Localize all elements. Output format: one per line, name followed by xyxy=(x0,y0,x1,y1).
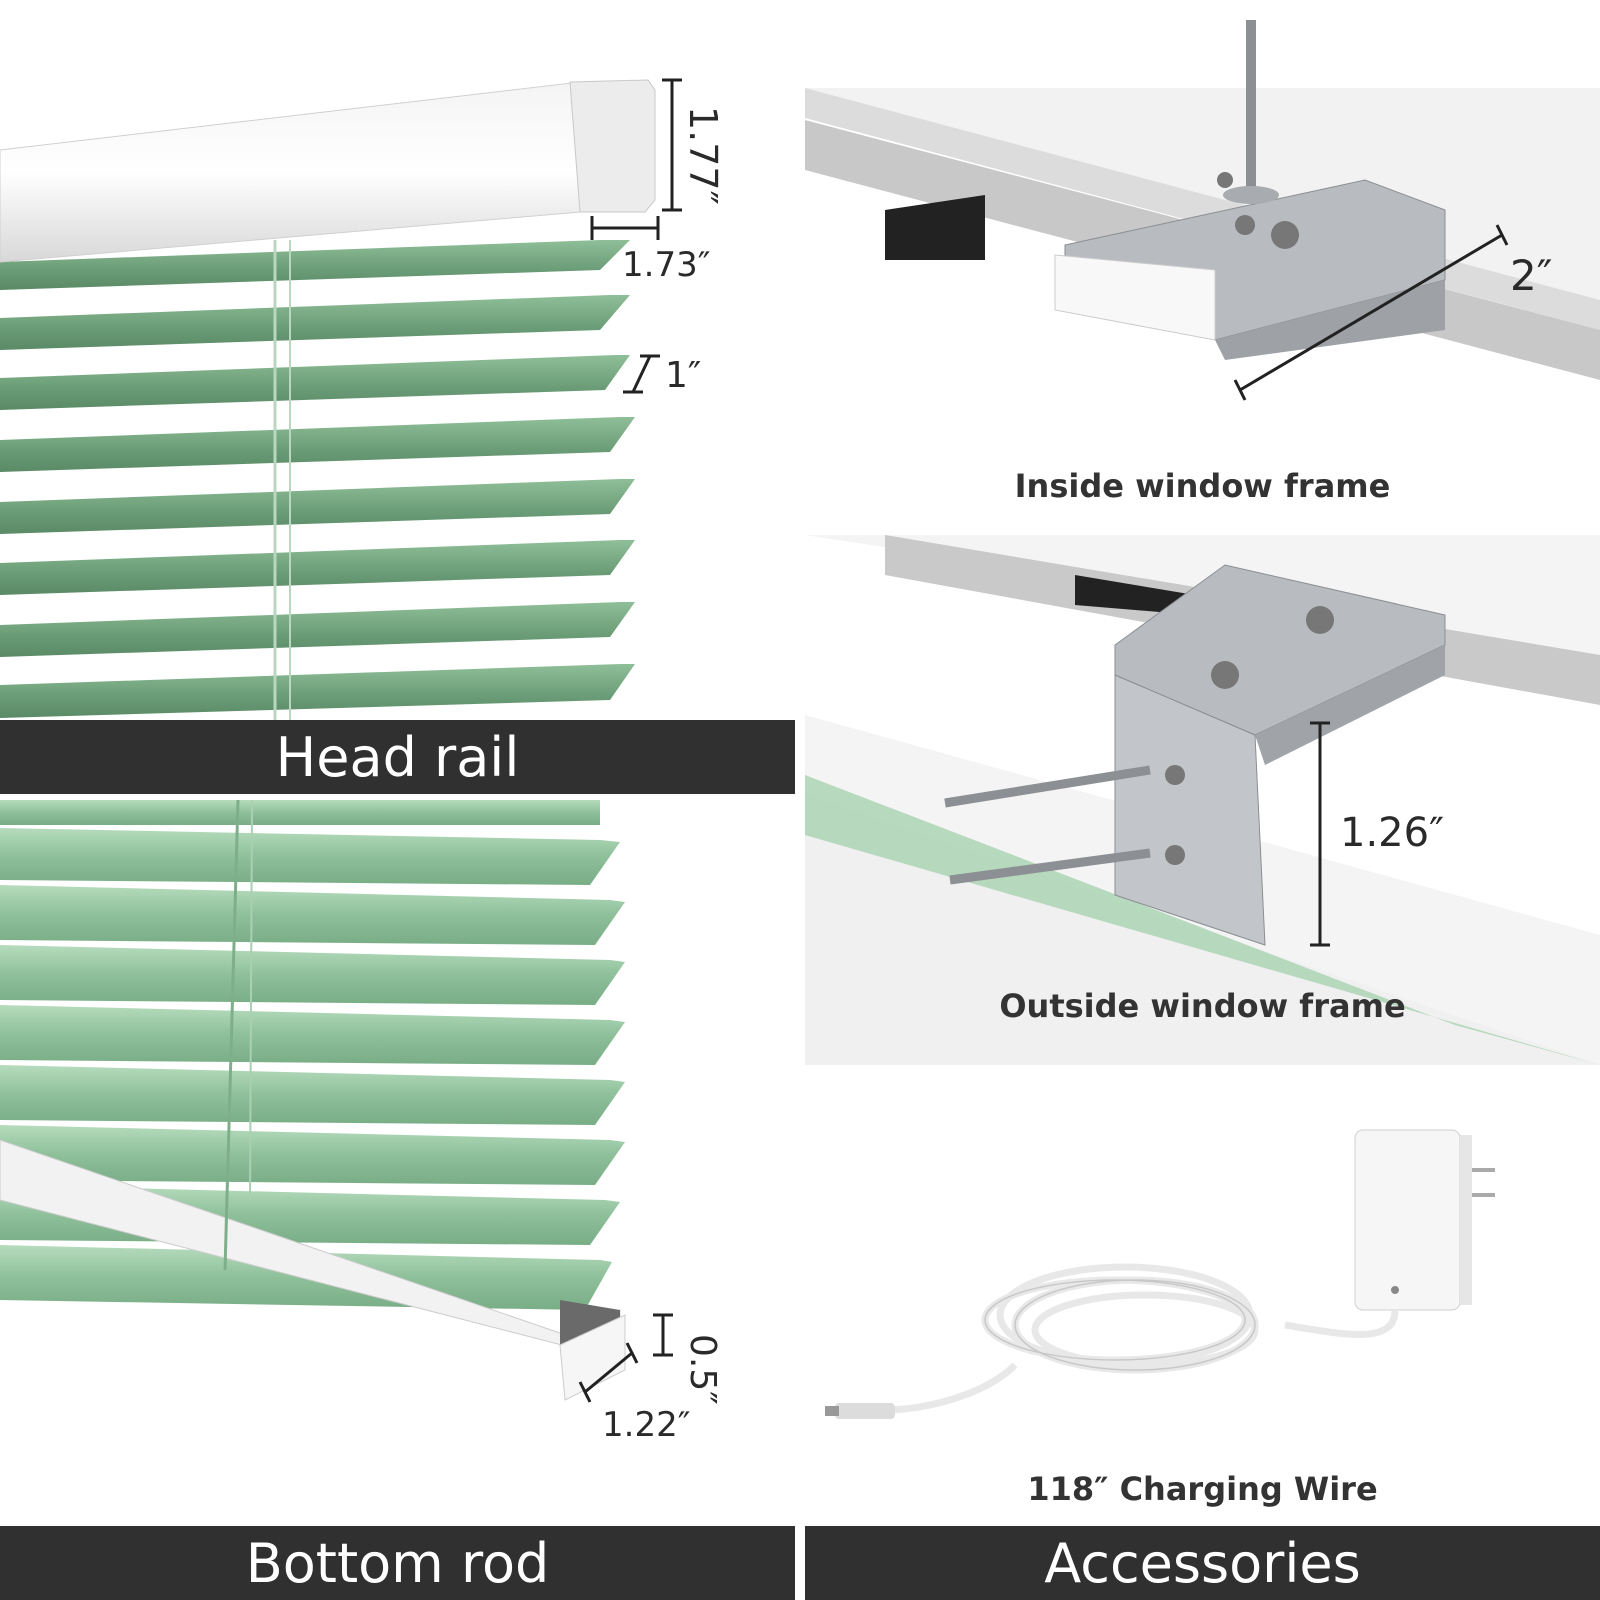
headrail-panel: 1.77″ 1.73″ 1″ xyxy=(0,0,795,720)
accessories-label-band: Accessories xyxy=(805,1526,1600,1600)
accessories-label: Accessories xyxy=(1044,1531,1361,1595)
bottomrod-height-dim: 0.5″ xyxy=(682,1334,723,1405)
bottomrod-illustration xyxy=(0,800,673,1403)
headrail-rail xyxy=(0,79,656,263)
slat-width-dim: 1″ xyxy=(665,355,702,396)
bottomrod-label-band: Bottom rod xyxy=(0,1526,795,1600)
charging-cable xyxy=(884,1263,1399,1414)
bottomrod-depth-dim: 1.22″ xyxy=(602,1405,691,1445)
outside-dimension-lines xyxy=(1310,721,1330,947)
inside-bracket xyxy=(1054,172,1446,360)
charger-adapter xyxy=(1354,1129,1495,1311)
outside-frame-illustration xyxy=(805,535,1600,1065)
headrail-label-band: Head rail xyxy=(0,720,795,794)
inside-dimension-lines xyxy=(1233,224,1509,401)
inside-caption: Inside window frame xyxy=(1014,467,1391,505)
bottomrod-rod xyxy=(0,1139,626,1401)
bottomrod-slats xyxy=(0,800,625,1310)
inside-width-dim: 2″ xyxy=(1510,251,1553,300)
outside-height-dim: 1.26″ xyxy=(1340,810,1445,856)
inside-screw xyxy=(1223,20,1279,204)
bottomrod-panel: 0.5″ 1.22″ xyxy=(0,800,795,1522)
bottomrod-dimension-lines xyxy=(578,1313,673,1403)
headrail-label: Head rail xyxy=(275,725,520,789)
headrail-depth-dim: 1.73″ xyxy=(622,245,711,285)
inside-frame-illustration xyxy=(805,20,1600,525)
headrail-dimension-lines xyxy=(590,78,682,394)
accessories-caption: 118″ Charging Wire xyxy=(1027,1470,1378,1508)
headrail-illustration xyxy=(0,78,682,720)
outside-bracket xyxy=(1114,564,1446,946)
inside-frame-panel: 2″ Inside window frame xyxy=(805,0,1600,525)
accessories-panel: 118″ Charging Wire xyxy=(805,1075,1600,1520)
outside-caption: Outside window frame xyxy=(999,987,1406,1025)
outside-screws xyxy=(944,765,1151,885)
headrail-slats xyxy=(0,240,635,718)
outside-frame-panel: 1.26″ Outside window frame xyxy=(805,535,1600,1065)
headrail-height-dim: 1.77″ xyxy=(681,106,725,205)
bottomrod-label: Bottom rod xyxy=(245,1531,550,1595)
charger-illustration xyxy=(825,1129,1495,1419)
